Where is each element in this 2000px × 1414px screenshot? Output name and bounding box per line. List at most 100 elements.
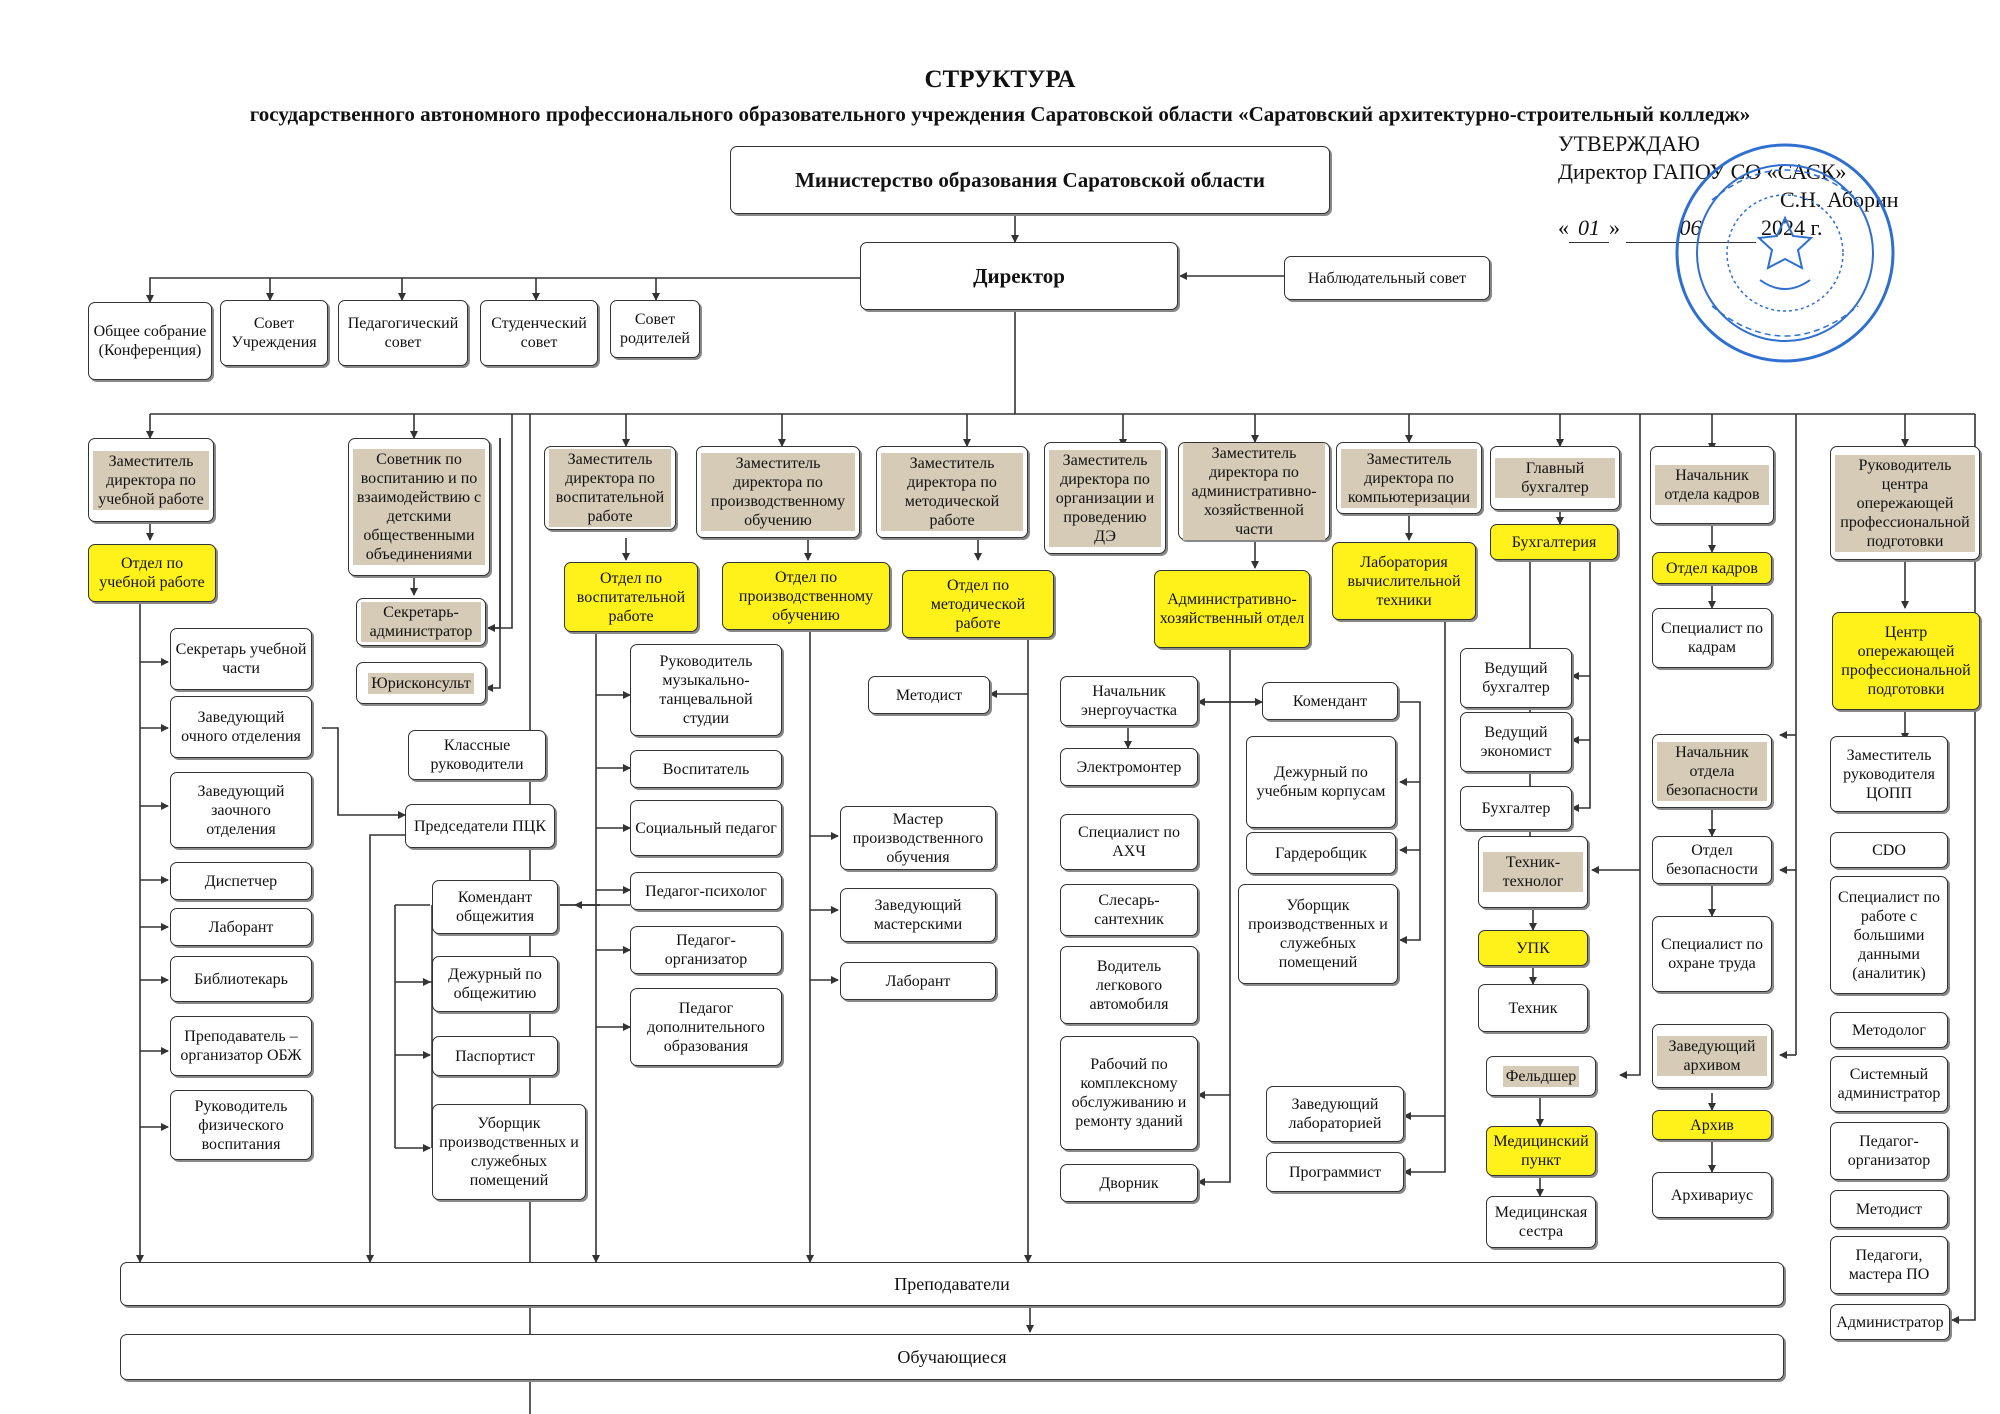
node-dept-ahch: Административно-хозяйственный отдел: [1154, 570, 1310, 648]
node-nurse: Медицинская сестра: [1486, 1196, 1596, 1248]
node-hr-dept: Отдел кадров: [1652, 552, 1772, 584]
node-ministry: Министерство образования Саратовской обл…: [730, 146, 1330, 214]
node-administrator: Администратор: [1830, 1304, 1950, 1340]
node-dept-method: Отдел по методической работе: [902, 570, 1054, 638]
node-obzh-teacher: Преподаватель – организатор ОБЖ: [170, 1016, 312, 1076]
node-dorm-commandant: Комендант общежития: [432, 880, 558, 934]
node-parent-council: Совет родителей: [610, 300, 700, 358]
node-safety-specialist: Специалист по охране труда: [1652, 916, 1772, 992]
node-lead-economist: Ведущий экономист: [1460, 712, 1572, 772]
node-supervisory-council: Наблюдательный совет: [1284, 256, 1490, 300]
approval-day: 01: [1569, 214, 1609, 243]
node-deputy-de: Заместитель директора по организации и п…: [1044, 442, 1166, 554]
node-janitor: Дворник: [1060, 1164, 1198, 1202]
node-programmer: Программист: [1266, 1152, 1404, 1192]
node-lab-assistant-2: Лаборант: [840, 962, 996, 1000]
node-security-head: Начальник отдела безопасности: [1652, 734, 1772, 808]
node-lawyer: Юрисконсульт: [356, 662, 486, 704]
approval-quote-close: »: [1609, 215, 1620, 240]
approval-quote-open: «: [1558, 215, 1569, 240]
node-chief-accountant: Главный бухгалтер: [1490, 446, 1620, 510]
node-teachers: Преподаватели: [120, 1262, 1784, 1306]
node-class-heads: Классные руководители: [408, 730, 546, 780]
seal-stamp-icon: [1675, 143, 1895, 363]
node-dispatcher: Диспетчер: [170, 862, 312, 900]
node-additional-ed: Педагог дополнительного образования: [630, 988, 782, 1066]
node-wardrobe: Гардеробщик: [1246, 832, 1396, 874]
node-ped-organizer-1: Педагог-организатор: [630, 926, 782, 974]
node-secretary-admin: Секретарь-администратор: [356, 598, 486, 646]
node-passport-officer: Паспортист: [432, 1036, 558, 1076]
node-copp-head: Руководитель центра опережающей професси…: [1830, 446, 1980, 560]
node-pck-chairs: Председатели ПЦК: [405, 804, 555, 848]
node-comp-lab: Лаборатория вычислительной техники: [1332, 542, 1476, 620]
node-ahch-specialist: Специалист по АХЧ: [1060, 814, 1198, 870]
node-cleaner-main: Уборщик производственных и служебных пом…: [1238, 884, 1398, 984]
node-archivist: Архивариус: [1652, 1172, 1772, 1218]
node-dept-production: Отдел по производственному обучению: [722, 562, 890, 630]
node-general-meeting: Общее собрание (Конференция): [88, 302, 212, 380]
node-technologist: Техник-технолог: [1478, 836, 1588, 908]
approval-year-suffix: г.: [1810, 215, 1823, 240]
node-methodologist: Методолог: [1830, 1012, 1948, 1048]
node-educator: Воспитатель: [630, 750, 782, 788]
node-pedagogical-council: Педагогический совет: [338, 300, 468, 366]
node-sysadmin: Системный администратор: [1830, 1056, 1948, 1112]
node-electrician: Электромонтер: [1060, 748, 1198, 786]
node-lead-accountant: Ведущий бухгалтер: [1460, 648, 1572, 708]
node-dept-education: Отдел по учебной работе: [88, 544, 216, 602]
node-upk: УПК: [1478, 930, 1588, 966]
node-medpoint: Медицинский пункт: [1486, 1126, 1596, 1176]
node-corpus-duty: Дежурный по учебным корпусам: [1246, 736, 1396, 828]
node-study-secretary: Секретарь учебной части: [170, 628, 312, 690]
node-teachers-masters: Педагоги, мастера ПО: [1830, 1236, 1948, 1294]
node-technician: Техник: [1478, 984, 1588, 1032]
node-archive-head: Заведующий архивом: [1652, 1024, 1772, 1088]
node-social-teacher: Социальный педагог: [630, 800, 782, 856]
node-bigdata: Специалист по работе с большими данными …: [1830, 876, 1948, 994]
node-student-council: Студенческий совет: [480, 300, 598, 366]
node-cleaner-dorm: Уборщик производственных и служебных пом…: [432, 1104, 586, 1200]
chart-subtitle: государственного автономного профессиона…: [249, 102, 1751, 126]
node-workshop-head: Заведующий мастерскими: [840, 888, 996, 942]
node-lab-assistant-1: Лаборант: [170, 908, 312, 946]
node-students: Обучающиеся: [120, 1334, 1784, 1380]
node-hr-head: Начальник отдела кадров: [1650, 446, 1774, 524]
node-director: Директор: [860, 242, 1178, 310]
approval-month: 06: [1625, 214, 1756, 243]
node-accountant: Бухгалтер: [1460, 786, 1572, 830]
node-ped-organizer-2: Педагог-организатор: [1830, 1122, 1948, 1180]
node-prod-master: Мастер производственного обучения: [840, 806, 996, 870]
node-energy-head: Начальник энергоучастка: [1060, 676, 1198, 726]
node-advisor: Советник по воспитанию и по взаимодейств…: [348, 438, 490, 576]
node-institution-council: Совет Учреждения: [220, 300, 328, 366]
node-plumber: Слесарь-сантехник: [1060, 884, 1198, 936]
node-commandant: Комендант: [1262, 682, 1398, 720]
node-lab-head: Заведующий лабораторией: [1266, 1086, 1404, 1142]
node-repair-worker: Рабочий по комплексному обслуживанию и р…: [1060, 1036, 1198, 1150]
node-copp-center: Центр опережающей профессиональной подго…: [1832, 612, 1980, 710]
node-head-parttime: Заведующий заочного отделения: [170, 772, 312, 848]
node-head-fulltime: Заведующий очного отделения: [170, 696, 312, 758]
node-methodist-1: Методист: [868, 676, 990, 714]
node-librarian: Библиотекарь: [170, 956, 312, 1002]
node-deputy-upbringing: Заместитель директора по воспитательной …: [544, 446, 676, 530]
node-phys-head: Руководитель физического воспитания: [170, 1090, 312, 1160]
node-deputy-production: Заместитель директора по производственно…: [696, 446, 860, 538]
node-cdo: CDO: [1830, 832, 1948, 868]
node-deputy-education: Заместитель директора по учебной работе: [88, 438, 214, 522]
node-dorm-duty: Дежурный по общежитию: [432, 956, 558, 1012]
node-deputy-method: Заместитель директора по методической ра…: [876, 446, 1028, 538]
node-driver: Водитель легкового автомобиля: [1060, 946, 1198, 1024]
node-accounting: Бухгалтерия: [1490, 524, 1618, 560]
chart-title: СТРУКТУРА: [924, 66, 1076, 93]
node-hr-specialist: Специалист по кадрам: [1652, 608, 1772, 668]
node-methodist-2: Методист: [1830, 1190, 1948, 1228]
node-deputy-comp: Заместитель директора по компьютеризации: [1336, 442, 1482, 514]
approval-label: УТВЕРЖДАЮ: [1558, 131, 1700, 156]
node-psychologist: Педагог-психолог: [630, 872, 782, 910]
node-deputy-ahch: Заместитель директора по административно…: [1178, 442, 1330, 540]
node-paramedic: Фельдшер: [1486, 1056, 1596, 1096]
node-archive: Архив: [1652, 1110, 1772, 1140]
